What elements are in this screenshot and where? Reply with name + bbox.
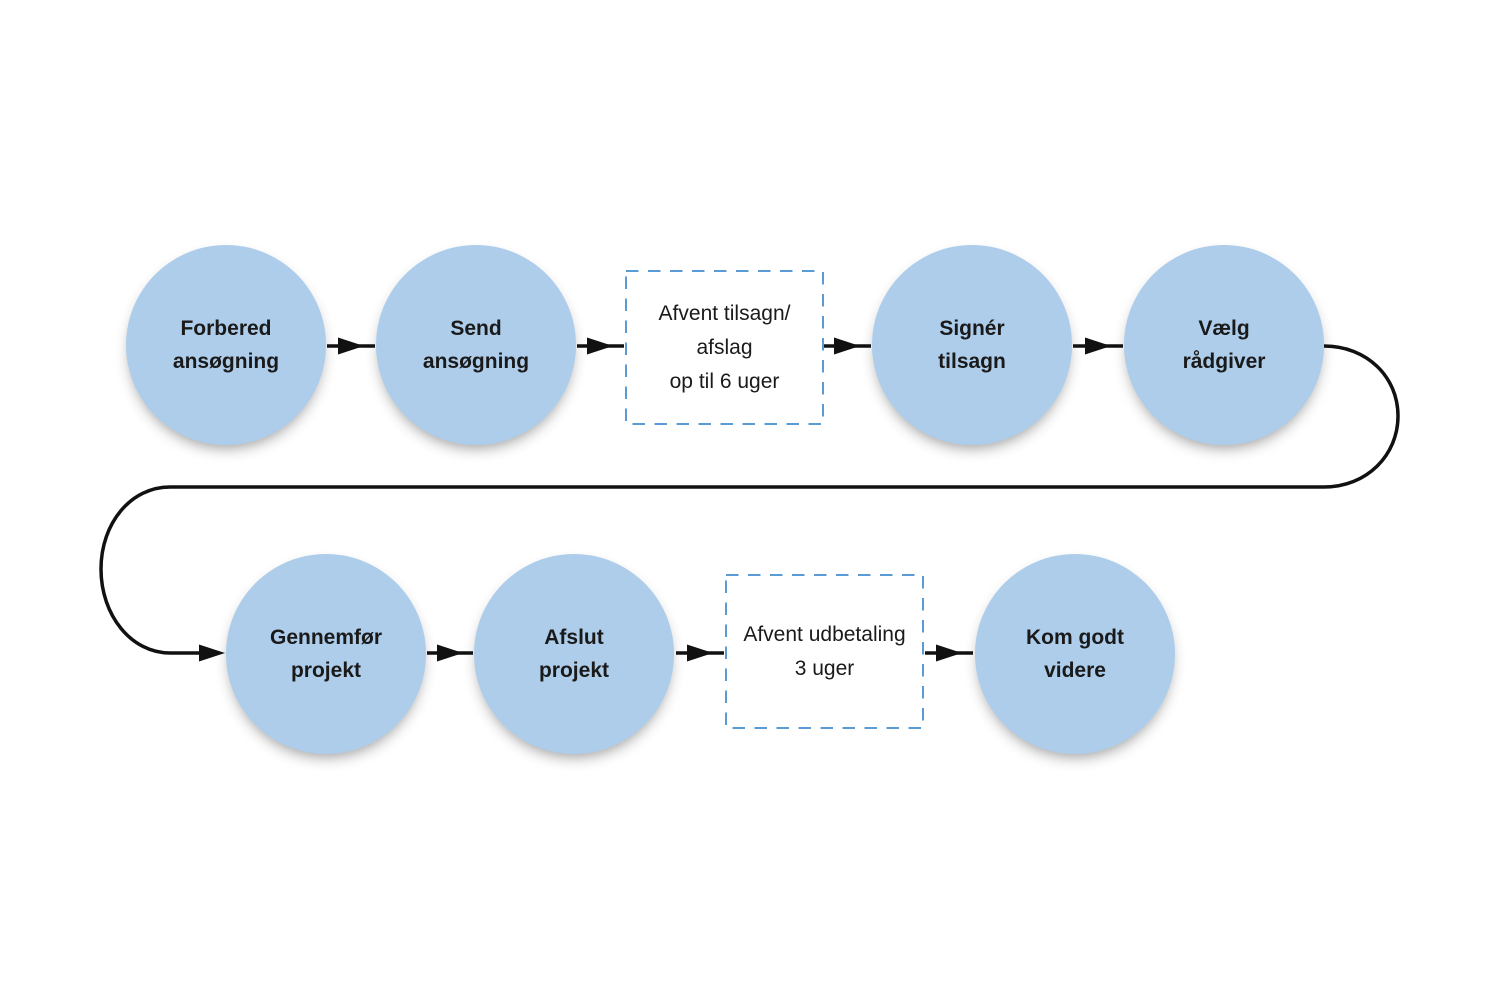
- arrowhead-icon: [936, 644, 962, 662]
- step-label-line: Vælg: [1198, 317, 1250, 340]
- step-kom-godt-videre: Kom godt videre: [975, 554, 1175, 754]
- return-path-arrow: [99, 344, 1400, 662]
- step-label-line: ansøgning: [422, 350, 530, 373]
- step-vaelg-raadgiver: Vælg rådgiver: [1124, 245, 1324, 445]
- return-path-line: [99, 344, 1400, 655]
- step-label-line: Afslut: [544, 626, 604, 649]
- step-signer-tilsagn: Signér tilsagn: [872, 245, 1072, 445]
- arrow-gennemfoer-to-afslut: [427, 644, 473, 662]
- arrow-send-to-afvent: [577, 337, 624, 355]
- step-label-line: ansøgning: [172, 350, 280, 373]
- wait-label-line: op til 6 uger: [669, 369, 780, 393]
- wait-label-line: Afvent udbetaling: [743, 622, 906, 646]
- arrowhead-icon: [687, 644, 713, 662]
- step-label-line: rådgiver: [1182, 350, 1266, 373]
- wait-box-border-tilsagn: [625, 270, 824, 425]
- arrow-afvent-to-signer: [824, 337, 871, 355]
- wait-label-line: Afvent tilsagn/: [658, 301, 791, 325]
- wait-label-line: 3 uger: [794, 656, 855, 680]
- step-afslut-projekt: Afslut projekt: [474, 554, 674, 754]
- step-label-line: Signér: [939, 317, 1005, 340]
- step-label-line: Kom godt: [1026, 626, 1124, 649]
- step-label-line: Send: [450, 317, 502, 340]
- arrowhead-icon: [199, 644, 225, 662]
- step-gennemfoer-projekt: Gennemfør projekt: [226, 554, 426, 754]
- step-label-line: tilsagn: [938, 350, 1006, 373]
- arrow-signer-to-vaelg: [1073, 337, 1123, 355]
- wait-box-tilsagn: Afvent tilsagn/ afslag op til 6 uger: [626, 271, 823, 424]
- step-label-line: Gennemfør: [269, 626, 382, 649]
- wait-box-udbetaling: Afvent udbetaling 3 uger: [726, 575, 923, 728]
- arrowhead-icon: [437, 644, 463, 662]
- wait-box-border-udbetaling: [725, 574, 924, 729]
- arrowhead-icon: [1085, 337, 1111, 355]
- arrow-forbered-to-send: [327, 337, 375, 355]
- step-send-ansoegning: Send ansøgning: [376, 245, 576, 445]
- arrowhead-icon: [587, 337, 613, 355]
- step-label-line: Forbered: [180, 317, 272, 340]
- arrowhead-icon: [338, 337, 364, 355]
- step-label-line: projekt: [290, 659, 361, 682]
- step-label-line: projekt: [538, 659, 609, 682]
- arrowhead-icon: [834, 337, 860, 355]
- arrow-afslut-to-afvent: [676, 644, 724, 662]
- wait-label-line: afslag: [696, 335, 753, 359]
- step-forbered-ansoegning: Forbered ansøgning: [126, 245, 326, 445]
- step-label-line: videre: [1044, 659, 1106, 682]
- arrow-afvent-to-komgodt: [925, 644, 973, 662]
